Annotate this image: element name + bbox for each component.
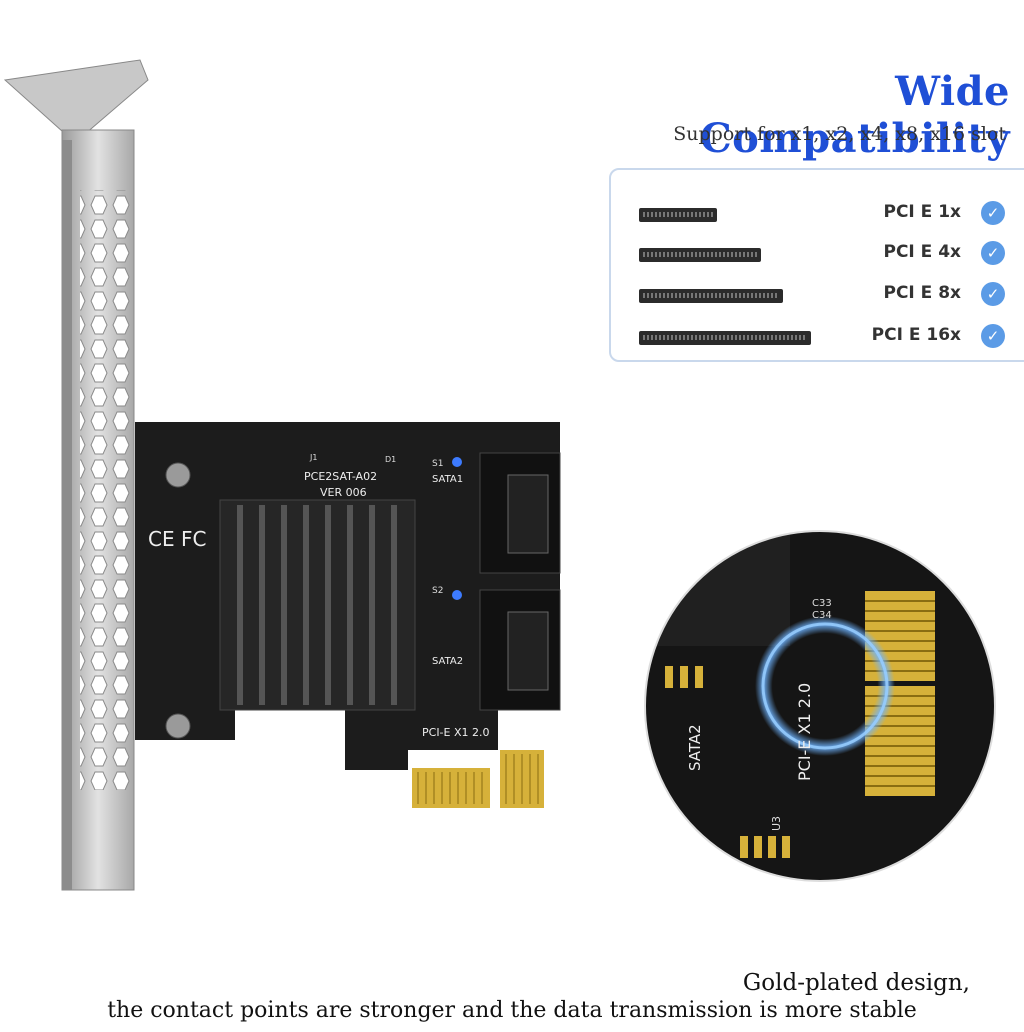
compat-label: PCI E 8x	[883, 283, 961, 303]
bracket	[3, 59, 149, 891]
zoom-c33-label: C33	[812, 598, 832, 609]
compat-row-1x: PCI E 1x ✓	[611, 201, 1024, 232]
card-d1-label: D1	[385, 455, 396, 464]
card-s1-label: S1	[432, 459, 443, 469]
compat-row-8x: PCI E 8x ✓	[611, 282, 1024, 313]
check-circle-icon: ✓	[981, 282, 1005, 306]
card-ce-mark: CE FC	[148, 527, 206, 551]
zoom-detail-circle: C33 C34 PCI-E X1 2.0 SATA2 U3	[644, 530, 996, 882]
compat-row-4x: PCI E 4x ✓	[611, 241, 1024, 272]
card-interface-label: PCI-E X1 2.0	[422, 726, 490, 739]
zoom-interface-label: PCI-E X1 2.0	[795, 683, 814, 781]
compat-label: PCI E 16x	[871, 325, 961, 345]
compat-row-16x: PCI E 16x ✓	[611, 324, 1024, 355]
slot-8x-icon	[639, 289, 783, 303]
zoom-u3-label: U3	[770, 816, 783, 831]
pcb	[135, 422, 561, 808]
page-subtitle: Support for x1, x2, x4, x8, x16 slot	[673, 123, 1006, 145]
zoom-c34-label: C34	[812, 610, 832, 621]
card-sata1-label: SATA1	[432, 474, 463, 485]
slot-1x-icon	[639, 208, 717, 222]
check-circle-icon: ✓	[981, 324, 1005, 348]
card-j1-label: J1	[309, 453, 317, 462]
caption-contact-points: the contact points are stronger and the …	[107, 998, 917, 1023]
slot-16x-icon	[639, 331, 811, 345]
check-circle-icon: ✓	[981, 201, 1005, 225]
card-sata2-label: SATA2	[432, 656, 463, 667]
sata-card-illustration: J1 D1 PCE2SAT-A02 VER 006 S1 SATA1 S2 SA…	[3, 59, 561, 891]
card-s2-label: S2	[432, 586, 443, 596]
compatibility-panel: PCI E 1x ✓ PCI E 4x ✓ PCI E 8x ✓ PCI E 1…	[609, 168, 1024, 362]
compat-label: PCI E 1x	[883, 202, 961, 222]
compat-label: PCI E 4x	[883, 242, 961, 262]
caption-gold-plated: Gold-plated design,	[742, 970, 970, 996]
page-title: Wide Compatibility	[699, 68, 1010, 162]
zoom-sata2-label: SATA2	[686, 724, 704, 771]
slot-4x-icon	[639, 248, 761, 262]
card-model-label: PCE2SAT-A02	[304, 470, 377, 483]
check-circle-icon: ✓	[981, 241, 1005, 265]
card-version-label: VER 006	[320, 486, 367, 499]
